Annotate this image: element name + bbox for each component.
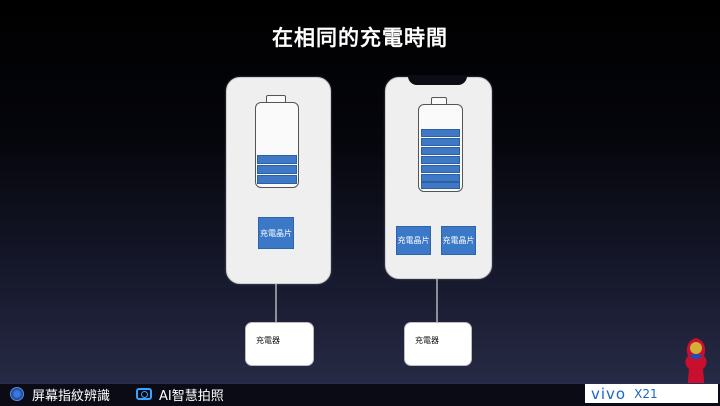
battery-bar	[257, 175, 297, 184]
battery-bar	[421, 147, 460, 155]
brand-logo: vivo X21	[585, 384, 718, 403]
feature-fingerprint-label: 屏幕指紋辨識	[32, 388, 111, 404]
charger-dual: 充電器	[404, 322, 472, 366]
brand-name: vivo	[591, 384, 627, 403]
world-cup-logo	[685, 338, 707, 386]
brand-model: X21	[634, 386, 658, 401]
battery-bar	[421, 182, 460, 189]
charging-chip-1: 充電晶片	[396, 226, 431, 255]
battery-bar	[421, 165, 460, 173]
feature-ai-camera: AI智慧拍照	[136, 385, 224, 404]
battery-bar	[421, 156, 460, 164]
feature-fingerprint: 屏幕指紋辨識	[10, 385, 111, 404]
fingerprint-icon	[10, 387, 24, 401]
camera-icon	[136, 388, 152, 400]
charging-chip-2: 充電晶片	[441, 226, 476, 255]
charging-chip: 充電晶片	[258, 217, 294, 249]
battery-bar	[421, 129, 460, 137]
battery-bar	[257, 155, 297, 164]
slide-title: 在相同的充電時間	[272, 26, 448, 50]
feature-ai-camera-label: AI智慧拍照	[159, 388, 224, 404]
footer-bar	[0, 383, 720, 406]
battery-bar	[421, 138, 460, 146]
phone-notch	[408, 75, 467, 85]
charger-single: 充電器	[245, 322, 314, 366]
battery-bar	[421, 174, 460, 182]
battery-bar	[257, 165, 297, 174]
